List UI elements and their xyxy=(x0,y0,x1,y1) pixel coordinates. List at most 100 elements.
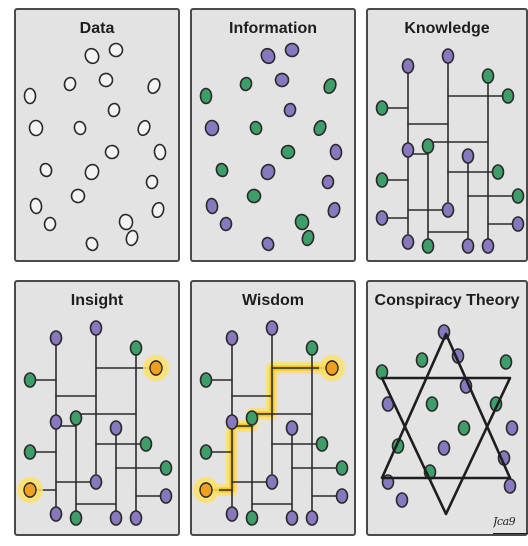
dot xyxy=(137,119,151,137)
star-triangle-up xyxy=(380,332,512,480)
dot xyxy=(505,420,519,436)
network-node xyxy=(265,320,279,336)
network-node xyxy=(129,340,143,356)
dot xyxy=(395,492,409,508)
network-node xyxy=(491,164,505,180)
network-node xyxy=(129,510,143,526)
network-node xyxy=(375,172,389,188)
network-node xyxy=(375,210,389,226)
dot xyxy=(205,197,219,215)
dot xyxy=(63,76,77,92)
dot xyxy=(261,236,275,252)
dot xyxy=(274,72,290,88)
panel-title-knowledge: Knowledge xyxy=(404,20,490,37)
dot xyxy=(313,119,327,137)
panel-title-information: Information xyxy=(229,20,317,37)
panel-insight: Insight xyxy=(14,280,180,536)
dot xyxy=(246,188,262,204)
network-node xyxy=(481,238,495,254)
network-node xyxy=(315,436,329,452)
panel-wisdom: Wisdom xyxy=(190,280,356,536)
network-node xyxy=(199,372,213,388)
highlighted-node xyxy=(199,482,213,498)
dot xyxy=(327,201,341,219)
panel-title-conspiracy-theory: Conspiracy Theory xyxy=(374,292,520,309)
network-node xyxy=(89,320,103,336)
star-triangle-down xyxy=(380,376,512,516)
dot xyxy=(499,354,513,370)
network-node xyxy=(501,88,515,104)
network-node xyxy=(375,100,389,116)
network-node xyxy=(49,414,63,430)
dot xyxy=(260,47,276,65)
dot xyxy=(73,120,87,136)
dot xyxy=(204,119,220,137)
network-node xyxy=(265,474,279,490)
dot xyxy=(321,174,335,190)
panel-data: Data xyxy=(14,8,180,262)
dot xyxy=(84,47,100,65)
highlight-path-glow xyxy=(206,362,332,496)
dot xyxy=(39,162,53,178)
network-node xyxy=(159,488,173,504)
network-node xyxy=(305,340,319,356)
network-node xyxy=(109,420,123,436)
dot xyxy=(98,72,114,88)
dot xyxy=(107,102,121,118)
network-node xyxy=(481,68,495,84)
dot xyxy=(239,76,253,92)
network-node xyxy=(89,474,103,490)
dot xyxy=(329,143,343,161)
highlighted-node xyxy=(23,482,37,498)
dot xyxy=(437,440,451,456)
network-node xyxy=(401,58,415,74)
dot xyxy=(28,119,44,137)
dot xyxy=(503,478,517,494)
dot xyxy=(104,144,120,160)
panel-knowledge: Knowledge xyxy=(366,8,528,262)
network-node xyxy=(421,138,435,154)
network-node xyxy=(139,436,153,452)
dot xyxy=(85,236,99,252)
network-node xyxy=(225,506,239,522)
dot xyxy=(425,396,439,412)
network-node xyxy=(285,420,299,436)
insight-network xyxy=(17,320,173,526)
knowledge-network xyxy=(375,48,525,254)
dot xyxy=(84,163,100,181)
network-node xyxy=(69,510,83,526)
network-node xyxy=(69,410,83,426)
dot xyxy=(249,120,263,136)
network-node xyxy=(109,510,123,526)
network-node xyxy=(335,460,349,476)
dot xyxy=(29,197,43,215)
network-node xyxy=(511,216,525,232)
panel-title-wisdom: Wisdom xyxy=(241,292,305,309)
network-node xyxy=(225,414,239,430)
panel-conspiracy-theory: Conspiracy Theory xyxy=(366,280,528,536)
dot xyxy=(145,174,159,190)
panel-title-data: Data xyxy=(79,20,115,37)
dot xyxy=(457,420,471,436)
dot xyxy=(280,144,296,160)
artist-signature: Jca9 xyxy=(493,515,528,534)
network-node xyxy=(305,510,319,526)
dot xyxy=(294,213,310,231)
network-node xyxy=(49,330,63,346)
dot xyxy=(23,87,37,105)
network-node xyxy=(421,238,435,254)
panel-information: Information xyxy=(190,8,356,262)
network-node xyxy=(199,444,213,460)
dot xyxy=(284,42,300,58)
network-node xyxy=(461,238,475,254)
dot xyxy=(153,143,167,161)
network-node xyxy=(225,330,239,346)
network-node xyxy=(159,460,173,476)
network-node xyxy=(245,510,259,526)
network-node xyxy=(335,488,349,504)
network-node xyxy=(285,510,299,526)
highlighted-node xyxy=(149,360,163,376)
information-dots xyxy=(199,42,343,252)
dot xyxy=(70,188,86,204)
